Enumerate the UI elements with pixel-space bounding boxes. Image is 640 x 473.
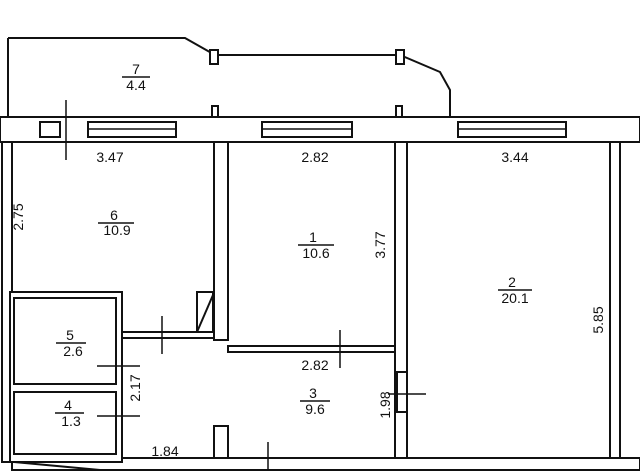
dim-room6-depth: 2.75 xyxy=(10,203,26,230)
svg-text:20.1: 20.1 xyxy=(501,290,528,306)
dim-hall-depth: 1.98 xyxy=(377,391,393,418)
entry-diagonal xyxy=(13,461,101,471)
svg-text:1: 1 xyxy=(309,229,317,245)
exterior-wall-bottom xyxy=(11,457,640,471)
balcony-post xyxy=(395,49,405,65)
dim-entry-width: 1.84 xyxy=(151,443,178,459)
balcony-post xyxy=(211,105,219,118)
room-label-7: 7 4.4 xyxy=(122,61,150,93)
dim-closet-height: 2.17 xyxy=(127,374,143,401)
dim-room2-width: 3.44 xyxy=(501,149,528,165)
vent-diagonal xyxy=(196,294,214,333)
svg-text:9.6: 9.6 xyxy=(305,401,325,417)
balcony-post xyxy=(395,105,403,118)
room-label-6: 6 10.9 xyxy=(98,207,134,238)
room-label-2: 2 20.1 xyxy=(498,274,532,306)
svg-text:4.4: 4.4 xyxy=(126,77,146,93)
door-opening xyxy=(396,371,408,413)
dim-hall-width: 2.82 xyxy=(301,357,328,373)
dim-room2-depth: 5.85 xyxy=(590,306,606,333)
svg-text:2: 2 xyxy=(508,274,516,290)
dim-room1-depth: 3.77 xyxy=(372,231,388,258)
svg-text:10.6: 10.6 xyxy=(302,245,329,261)
room-label-5: 5 2.6 xyxy=(56,327,86,359)
svg-text:4: 4 xyxy=(64,397,72,413)
exterior-wall-right xyxy=(609,141,621,463)
svg-text:2.6: 2.6 xyxy=(63,343,83,359)
svg-text:3: 3 xyxy=(309,385,317,401)
dim-room1-width: 2.82 xyxy=(301,149,328,165)
room-label-4: 4 1.3 xyxy=(55,397,84,429)
room-label-3: 3 9.6 xyxy=(300,385,330,417)
dim-room6-width: 3.47 xyxy=(96,149,123,165)
room-label-1: 1 10.6 xyxy=(298,229,334,261)
svg-text:7: 7 xyxy=(132,61,140,77)
wall-1-3 xyxy=(227,345,396,353)
svg-text:5: 5 xyxy=(66,327,74,343)
balcony-outline xyxy=(7,37,451,117)
balcony-post xyxy=(209,49,219,65)
wall-stub xyxy=(213,425,229,459)
closet-4 xyxy=(13,391,117,455)
dimension-ticks xyxy=(97,316,426,470)
svg-text:6: 6 xyxy=(110,207,118,223)
closet-5 xyxy=(13,297,117,385)
wall-6-1 xyxy=(213,141,229,341)
svg-text:10.9: 10.9 xyxy=(103,222,130,238)
svg-text:1.3: 1.3 xyxy=(61,413,81,429)
windows xyxy=(39,121,567,138)
